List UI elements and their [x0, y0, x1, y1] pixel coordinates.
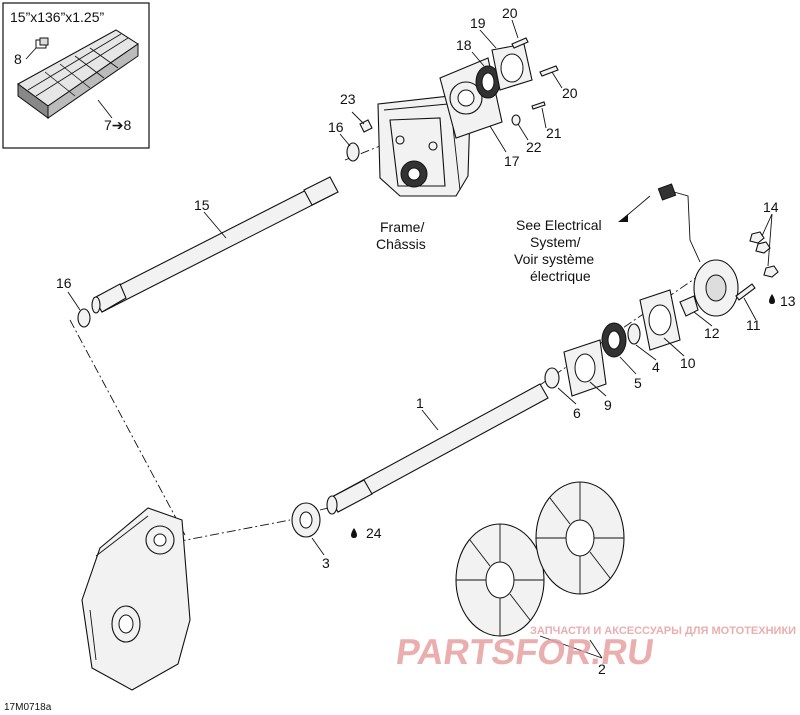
callout-16-lower: 16: [56, 275, 72, 291]
electrical-label-line2: System/: [530, 234, 581, 250]
shaft-15: [91, 176, 339, 314]
oil-drop-icon: [769, 294, 775, 304]
upper-bolts: [359, 37, 559, 133]
electrical-label-line3: Voir système: [514, 251, 594, 267]
electrical-label-line4: électrique: [530, 268, 591, 284]
callout-1: 1: [416, 395, 424, 411]
bearing-5: [601, 322, 627, 358]
circlip-16-lower: [77, 308, 91, 328]
nuts-14: [749, 231, 779, 278]
seal-3: [291, 502, 321, 538]
callout-3: 3: [322, 555, 330, 571]
electrical-label-line1: See Electrical: [516, 217, 602, 233]
callout-numbers: 1 2 3 4 5 6 9 10 11 12 13 14 15 16 16 17…: [56, 5, 796, 677]
inset-callout-8: 8: [14, 51, 22, 67]
callout-6: 6: [573, 405, 581, 421]
circlip-6: [544, 367, 560, 389]
upper-flange: [491, 43, 533, 91]
callout-19: 19: [470, 15, 486, 31]
callout-16-upper: 16: [328, 119, 344, 135]
callout-11: 11: [746, 317, 761, 333]
oil-drop-icon: [351, 528, 357, 538]
callout-12: 12: [704, 325, 720, 341]
chaincase: [81, 507, 191, 691]
inset-title: 15”x136”x1.25”: [10, 9, 105, 25]
callout-20-top: 20: [502, 5, 518, 21]
upper-bearing: [475, 65, 501, 99]
seal-4: [627, 323, 641, 345]
callout-18: 18: [456, 37, 472, 53]
callout-15: 15: [194, 197, 210, 213]
callout-9: 9: [604, 397, 612, 413]
callout-17: 17: [504, 153, 520, 169]
callout-5: 5: [634, 375, 642, 391]
watermark-brand: PARTSFOR.RU: [394, 631, 657, 672]
callout-23: 23: [340, 91, 356, 107]
track-inset: 15”x136”x1.25” 8 7➔8: [2, 2, 150, 149]
callout-14: 14: [763, 199, 779, 215]
bearing-12: [679, 295, 699, 317]
frame-label-line2: Châssis: [376, 236, 426, 252]
track-illustration: [17, 29, 139, 119]
callout-13: 13: [780, 293, 796, 309]
bolt-11: [735, 283, 756, 301]
callout-20-right: 20: [562, 85, 578, 101]
callout-2: 2: [598, 661, 606, 677]
speed-sensor-cable: [657, 183, 701, 263]
callout-4: 4: [652, 359, 660, 375]
callout-21: 21: [546, 125, 562, 141]
callout-leaders: [67, 19, 773, 659]
frame: [377, 95, 471, 197]
drawing-code: 17M0718a: [4, 702, 52, 713]
sensor-housing: [693, 259, 739, 317]
frame-label-line1: Frame/: [380, 219, 424, 235]
inset-callout-7-8: 7➔8: [104, 117, 132, 133]
arrow-icon: [618, 214, 628, 222]
flange-10: [639, 289, 681, 351]
callout-22: 22: [526, 139, 542, 155]
drive-sprocket-left: [455, 523, 545, 637]
circlip-16-upper: [346, 142, 360, 162]
callout-10: 10: [680, 355, 696, 371]
flange-9: [563, 339, 607, 397]
watermark: ЗАПЧАСТИ И АКСЕССУАРЫ ДЛЯ МОТОТЕХНИКИ PA…: [394, 625, 797, 672]
callout-24: 24: [366, 525, 382, 541]
watermark-tagline: ЗАПЧАСТИ И АКСЕССУАРЫ ДЛЯ МОТОТЕХНИКИ: [530, 625, 796, 637]
drive-sprocket-right: [535, 481, 625, 595]
shaft-1: [326, 383, 549, 515]
